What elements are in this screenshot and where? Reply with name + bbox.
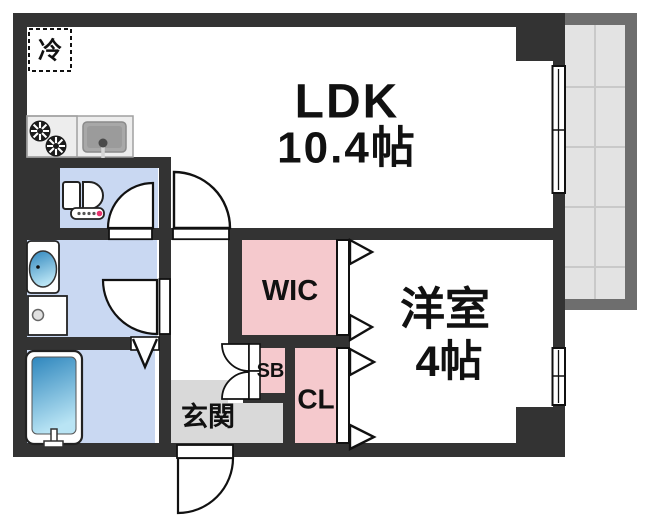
shoebox-floor <box>256 348 285 393</box>
door-swing-icon <box>106 181 155 241</box>
entrance-door-icon <box>176 444 235 515</box>
storage-rooms <box>242 240 337 443</box>
wall-segment <box>13 443 565 457</box>
balcony-wall <box>565 13 637 310</box>
wall-segment <box>228 228 242 343</box>
doors <box>101 170 377 515</box>
door-swing-icon <box>101 278 171 336</box>
wall-segment <box>243 393 295 403</box>
western-room-label: 洋室 <box>400 284 490 335</box>
door-swing-icon <box>172 170 232 241</box>
refrigerator-box <box>28 28 72 72</box>
washer-pan-icon <box>27 295 68 336</box>
wall-segment <box>13 157 60 240</box>
toilet-icon <box>62 181 105 220</box>
wall-segment <box>27 228 553 240</box>
folding-door-icon <box>348 423 377 451</box>
entrance-floor <box>171 380 283 443</box>
ldk-size-label: 10.4帖 <box>277 124 417 173</box>
ldk-label: LDK <box>295 76 400 129</box>
folding-door-icon <box>130 336 160 371</box>
wall-segment <box>13 337 168 350</box>
folding-door-icon <box>348 346 377 378</box>
entrance-label: 玄関 <box>181 401 235 432</box>
balcony-tile-grid <box>565 25 625 299</box>
western-room-size-label: 4帖 <box>416 338 483 386</box>
wic-floor <box>242 240 337 335</box>
washbasin-icon <box>26 240 60 294</box>
refrigerator-label: 冷 <box>38 37 62 65</box>
bathtub-icon <box>24 349 84 448</box>
sliding-window-icon <box>551 65 566 194</box>
kitchen-sink-icon <box>82 121 127 158</box>
windows <box>551 65 566 406</box>
wall-segment <box>13 157 171 168</box>
stove-module <box>26 115 78 158</box>
wall-segment <box>13 13 565 27</box>
wall-segment <box>283 403 295 443</box>
wic-label: WIC <box>262 275 318 307</box>
stove-burner-icon <box>29 120 51 142</box>
toilet-button-accent <box>96 210 103 217</box>
closet-door-strip <box>336 237 377 451</box>
folding-door-icon <box>348 237 375 267</box>
closet-label: CL <box>297 384 334 415</box>
closet-floor <box>295 348 337 443</box>
wall-pillar <box>516 13 565 61</box>
shoebox-label: SB <box>257 360 285 382</box>
kitchen <box>26 28 134 158</box>
stove-burner-icon <box>45 135 67 157</box>
shoebox-doors-icon <box>221 343 261 400</box>
folding-door-icon <box>348 312 375 343</box>
walls <box>13 13 565 457</box>
sliding-window-icon <box>551 347 566 406</box>
wall-segment <box>285 343 295 403</box>
balcony <box>565 13 637 310</box>
wall-pillar <box>516 407 565 457</box>
